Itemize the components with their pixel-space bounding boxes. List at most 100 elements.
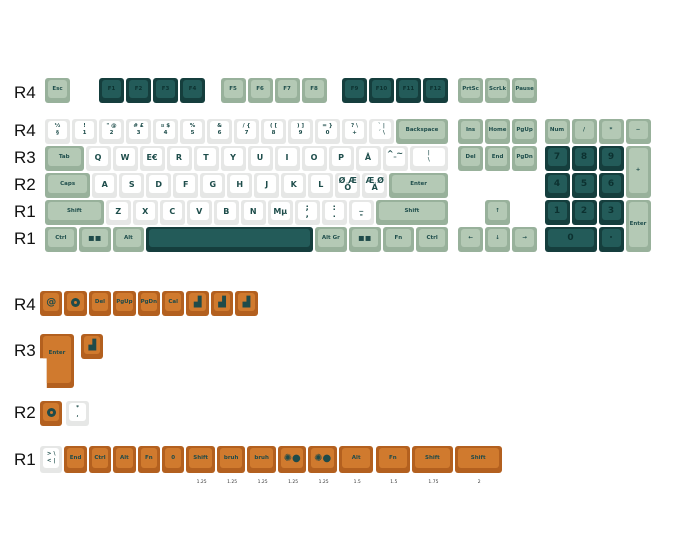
keycap-legend: C <box>162 202 182 220</box>
row-label: R2 <box>14 175 36 194</box>
keycap-legend: Alt <box>116 448 133 469</box>
keycap-legend: Enter <box>43 336 71 383</box>
win-icon: ▪▪ <box>351 229 378 247</box>
keycap-legend: / <box>574 121 594 139</box>
keycap: A <box>92 173 118 198</box>
keycap: Fn <box>137 446 160 474</box>
keycap: Backspace <box>396 119 448 144</box>
keycap: F10 <box>369 78 394 103</box>
keycap-legend: 0 <box>165 448 182 469</box>
keycap-legend: S <box>122 175 142 193</box>
dino-icon: ▟ <box>189 293 206 312</box>
keycap: B <box>213 200 239 225</box>
keycap-legend: 0 <box>547 229 594 247</box>
keycap-legend: Caps <box>48 175 88 193</box>
keycap: F7 <box>274 78 300 103</box>
keycap-legend: # £ 3 <box>129 121 148 139</box>
keycap-legend: ` | ´ \ <box>372 121 391 139</box>
keycap-legend: Cal <box>165 293 182 312</box>
keycap: Shift <box>454 446 502 474</box>
keycap-legend: Alt <box>115 229 142 247</box>
keycap-legend: PrtSc <box>461 80 481 98</box>
row-label: R1 <box>14 450 36 469</box>
keycap: X <box>132 200 158 225</box>
keycap: Æ Ø Ä <box>362 173 388 198</box>
keycap: End <box>64 446 87 474</box>
keycap-legend: Y <box>223 148 243 166</box>
keycap-legend: Shift <box>48 202 101 220</box>
splat-icon: ✺● <box>311 448 334 469</box>
keycap-legend: Tab <box>48 148 81 166</box>
dino-icon: ▟ <box>88 339 97 351</box>
swirl-bird-icon: @ <box>46 296 57 308</box>
keycap: ▪▪ <box>78 227 111 252</box>
dino-icon: ▟ <box>193 296 202 308</box>
keycap: Shift <box>375 200 448 225</box>
keycap: Alt <box>112 227 145 252</box>
keycap-legend: − <box>628 121 648 139</box>
keycap-legend: V <box>189 202 209 220</box>
keycap: F5 <box>220 78 246 103</box>
keycap: F1 <box>99 78 124 103</box>
row-label: R4 <box>14 295 36 314</box>
keycap-legend: J <box>257 175 277 193</box>
keycap-legend: U <box>250 148 270 166</box>
keycap-legend: 4 <box>547 175 567 193</box>
keycap: K <box>281 173 307 198</box>
keycap: # £ 3 <box>126 119 151 144</box>
keycap: Fn <box>382 227 415 252</box>
keycap: F6 <box>247 78 273 103</box>
keycap-legend: Å <box>358 148 378 166</box>
keycap-legend: End <box>488 148 508 166</box>
dino-icon: ▟ <box>213 293 231 312</box>
keycap: Esc <box>45 78 70 103</box>
keycap-legend: F9 <box>345 80 364 98</box>
keycap: Del <box>458 146 484 171</box>
keycap: ▟ <box>235 291 258 317</box>
keycap: F <box>173 173 199 198</box>
keycap: ↑ <box>485 200 511 225</box>
keycap: 6 <box>598 173 624 198</box>
size-label: 2 <box>477 480 481 485</box>
keycap: ▪▪ <box>348 227 381 252</box>
keycap-legend: Ctrl <box>91 448 109 469</box>
keycap: S <box>119 173 145 198</box>
keycap-legend: L <box>311 175 331 193</box>
keycap: ( [ 8 <box>261 119 286 144</box>
keycap-legend: D <box>149 175 169 193</box>
keycap-legend: " @ 2 <box>102 121 121 139</box>
keycap: Shift <box>45 200 104 225</box>
keycap-legend: Fn <box>378 448 408 469</box>
keycap-legend: bruh <box>250 448 273 469</box>
keycap-legend: F10 <box>372 80 391 98</box>
keycap-legend: Q <box>88 148 108 166</box>
keycap: * <box>598 119 624 144</box>
keycap: ✺● <box>277 446 307 474</box>
keycap-legend: End <box>67 448 84 469</box>
size-label: 1.25 <box>318 480 329 485</box>
keycap: _ - <box>348 200 374 225</box>
keycap-legend: Num <box>547 121 567 139</box>
keycap: 5 <box>571 173 597 198</box>
keycap: Enter <box>40 334 74 388</box>
keycap: → <box>512 227 538 252</box>
keycap: ✺● <box>308 446 337 474</box>
keycap: Alt <box>113 446 136 474</box>
keycap: Mµ <box>267 200 293 225</box>
keycap-legend: Fn <box>140 448 157 469</box>
win-icon: ▪▪ <box>357 232 372 244</box>
keycap-legend: 9 <box>601 148 621 166</box>
keycap-legend: F <box>176 175 196 193</box>
keycap-legend: ½ § <box>48 121 67 139</box>
keycap: / <box>571 119 597 144</box>
keycap-legend: / { 7 <box>237 121 256 139</box>
keycap-legend: Shift <box>378 202 445 220</box>
keycap-legend: 7 <box>547 148 567 166</box>
keycap: PgDn <box>137 291 160 317</box>
keycap-legend: Mµ <box>270 202 290 220</box>
keycap: 0 <box>162 446 185 474</box>
keycap-legend: 5 <box>574 175 594 193</box>
keycap: O <box>301 146 327 171</box>
keycap: 8 <box>571 146 597 171</box>
keycap: W <box>112 146 138 171</box>
